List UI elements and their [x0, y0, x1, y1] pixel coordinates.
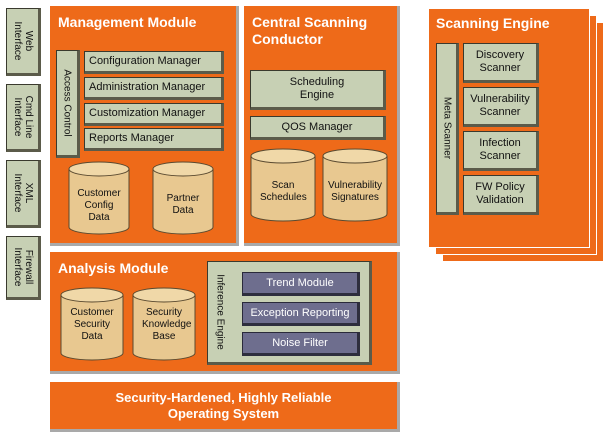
database-cylinder-icon: [322, 148, 388, 222]
scanning-engine: Scanning Engine Meta Scanner Discovery S…: [428, 8, 590, 248]
operating-system-bar: Security-Hardened, Highly Reliable Opera…: [50, 382, 400, 432]
infection-scanner: Infection Scanner: [463, 131, 539, 171]
customization-manager: Customization Manager: [84, 103, 224, 126]
partner-data-db: Partner Data: [152, 161, 214, 235]
security-knowledge-base-db: Security Knowledge Base: [132, 287, 196, 361]
database-cylinder-icon: [60, 287, 124, 361]
operating-system-title: Security-Hardened, Highly Reliable Opera…: [115, 389, 332, 421]
discovery-scanner: Discovery Scanner: [463, 43, 539, 83]
vulnerability-signatures-db: Vulnerability Signatures: [322, 148, 388, 222]
conductor-title: Central Scanning Conductor: [252, 14, 368, 47]
configuration-manager: Configuration Manager: [84, 51, 224, 74]
database-cylinder-icon: [152, 161, 214, 235]
customer-security-data-db: Customer Security Data: [60, 287, 124, 361]
analysis-module-title: Analysis Module: [58, 260, 169, 276]
noise-filter: Noise Filter: [242, 332, 360, 356]
reports-manager: Reports Manager: [84, 128, 224, 151]
trend-module: Trend Module: [242, 272, 360, 296]
web-interface: Web Interface: [6, 8, 41, 76]
management-module: Management Module Access Control Configu…: [50, 6, 239, 246]
exception-reporting: Exception Reporting: [242, 302, 360, 326]
analysis-module: Analysis Module Customer Security Data S…: [50, 252, 400, 374]
access-control: Access Control: [56, 50, 80, 158]
firewall-interface: Firewall Interface: [6, 236, 41, 300]
inference-engine-label: Inference Engine: [214, 274, 226, 350]
meta-scanner: Meta Scanner: [436, 43, 459, 215]
customer-config-data-db: Customer Config Data: [68, 161, 130, 235]
administration-manager: Administration Manager: [84, 77, 224, 100]
database-cylinder-icon: [250, 148, 316, 222]
vulnerability-scanner: Vulnerability Scanner: [463, 87, 539, 127]
scheduling-engine: Scheduling Engine: [250, 70, 386, 110]
scanning-engine-title: Scanning Engine: [436, 15, 550, 31]
database-cylinder-icon: [68, 161, 130, 235]
management-module-title: Management Module: [58, 14, 197, 30]
inference-engine-panel: Inference Engine Trend Module Exception …: [207, 261, 372, 365]
qos-manager: QOS Manager: [250, 116, 386, 140]
cmd-line-interface: Cmd Line Interface: [6, 84, 41, 152]
central-scanning-conductor: Central Scanning Conductor Scheduling En…: [244, 6, 400, 246]
fw-policy-validation: FW Policy Validation: [463, 175, 539, 215]
scan-schedules-db: Scan Schedules: [250, 148, 316, 222]
database-cylinder-icon: [132, 287, 196, 361]
xml-interface: XML Interface: [6, 160, 41, 228]
